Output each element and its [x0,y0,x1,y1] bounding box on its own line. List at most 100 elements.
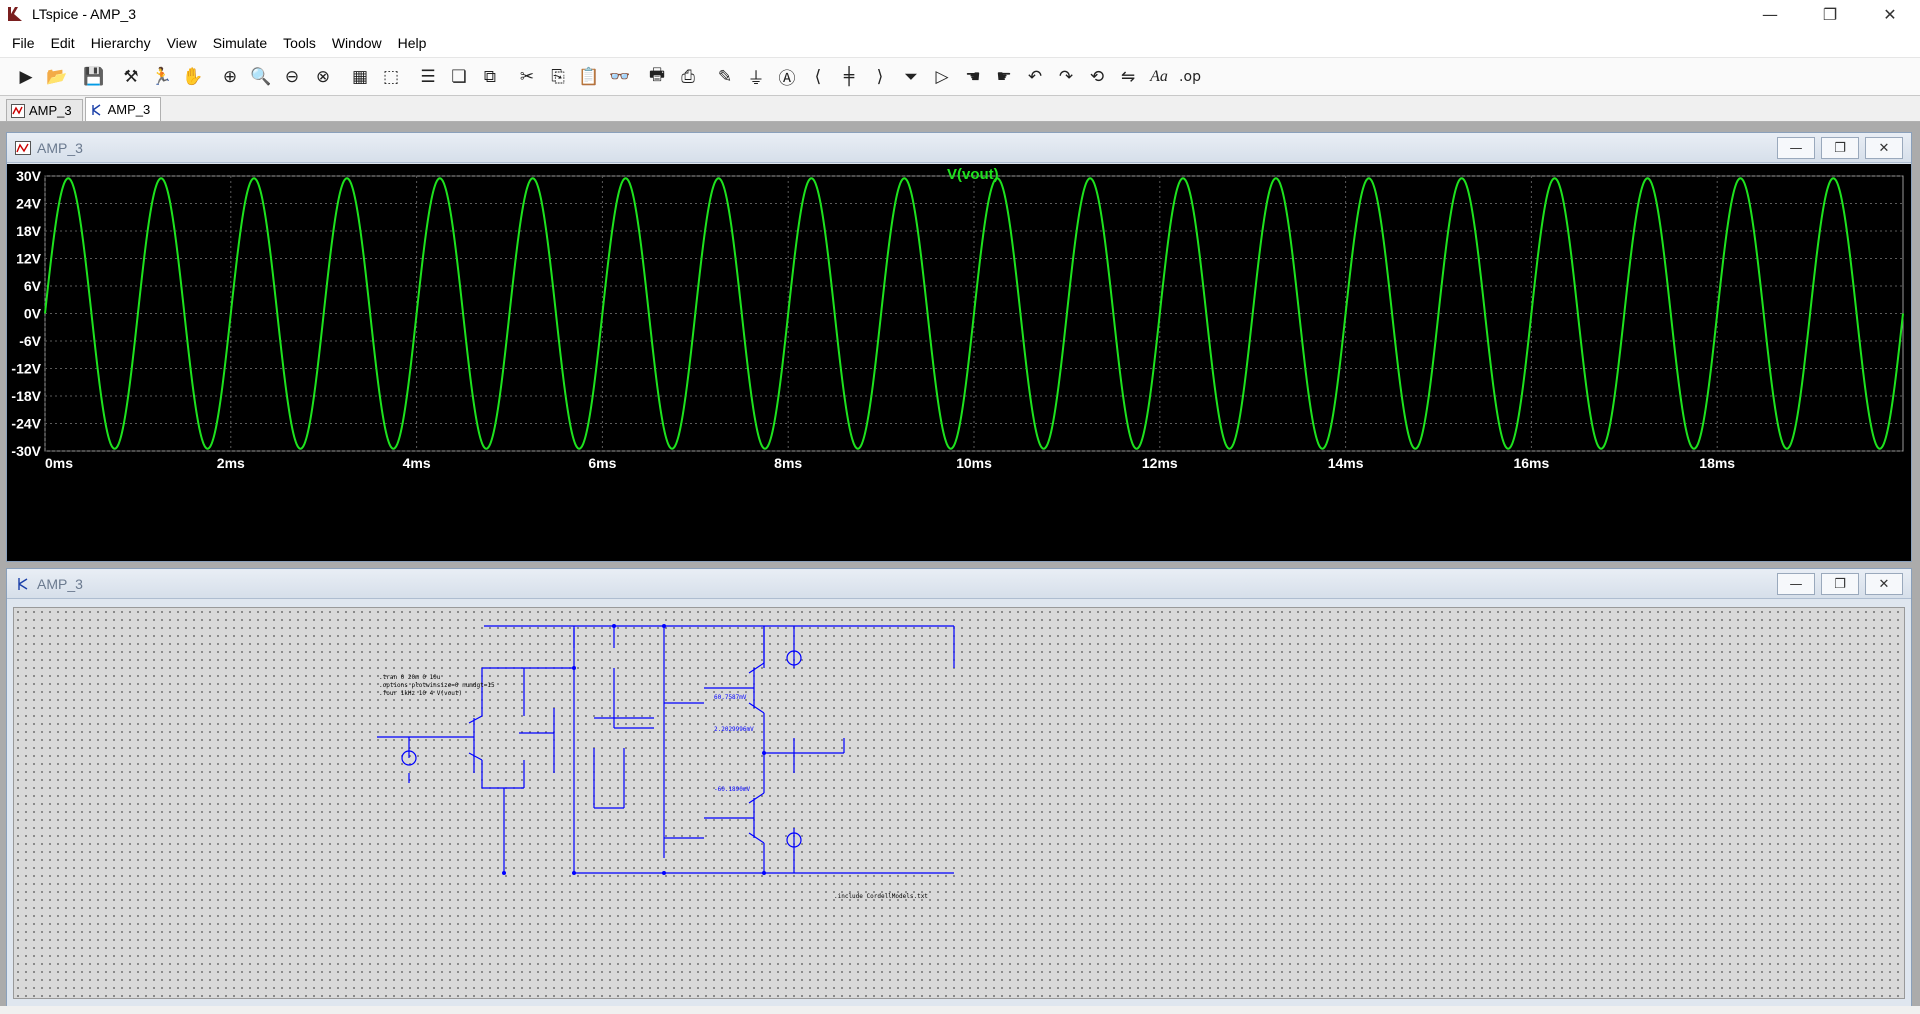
inductor-icon[interactable]: ⟩ [876,66,884,87]
open-folder-icon[interactable]: 📂 [46,66,68,87]
find-binoculars-icon[interactable]: 👓 [609,66,631,87]
print-preview-icon[interactable]: ⎙ [681,66,695,87]
print-icon[interactable]: 🖶 [648,65,666,85]
trace-label-vout[interactable]: V(vout) [947,166,999,183]
autorange-icon[interactable]: ▦ [351,66,369,87]
schematic-wires [377,625,955,874]
paste-icon[interactable]: 📋 [578,66,600,87]
schematic-close-button[interactable]: ✕ [1865,573,1903,595]
trace-vout [44,177,1904,450]
y-tick-label: 18V [16,223,42,239]
redo-icon[interactable]: ↷ [1058,66,1074,87]
x-tick-label: 6ms [588,455,616,471]
window-title: LTspice - AMP_3 [32,6,137,22]
diode-icon[interactable]: ⏷ [904,66,918,87]
run-simulation-icon[interactable]: 🏃 [151,66,173,87]
x-tick-label: 8ms [774,455,802,471]
capacitor-icon[interactable]: ╪ [843,66,855,87]
tab-schematic-label: AMP_3 [107,102,151,117]
tab-schematic[interactable]: AMP_3 [84,97,162,121]
schematic-icon [91,103,101,116]
window-controls: — ❐ ✕ [1740,0,1920,28]
delete-plot-icon[interactable]: ⬚ [382,66,400,87]
run-icon[interactable]: ▶ [19,66,33,87]
cut-icon[interactable]: ✂ [519,66,535,87]
waveform-minimize-button[interactable]: — [1777,137,1815,159]
spice-directive-icon[interactable]: .op [1179,68,1201,85]
x-tick-label: 12ms [1142,455,1178,471]
x-tick-label: 10ms [956,455,992,471]
menu-help[interactable]: Help [397,34,427,51]
x-tick-label: 16ms [1513,455,1549,471]
menu-bar: File Edit Hierarchy View Simulate Tools … [0,28,1920,58]
amplifier-schematic[interactable]: .tran 0 20m 0 10u .options plotwinsize=0… [14,608,1904,998]
move-hand-icon[interactable]: ☚ [965,66,981,87]
text-icon[interactable]: Aa [1150,67,1168,85]
cascade-icon[interactable]: ❏ [451,66,467,87]
control-panel-icon[interactable]: ⚒ [123,66,139,87]
schematic-readouts: .tran 0 20m 0 10u .options plotwinsize=0… [379,674,928,900]
y-tick-label: -12V [11,361,41,377]
menu-window[interactable]: Window [331,34,382,51]
schematic-window-title: AMP_3 [37,575,83,592]
ground-icon[interactable]: ⏚ [747,69,765,89]
directive-include: .include CordellModels.txt [834,893,928,900]
schematic-icon [18,577,28,590]
copy-icon[interactable]: ⎘ [551,66,565,87]
tile-horizontal-icon[interactable]: ☰ [420,66,436,87]
resistor-icon[interactable]: ⟨ [814,66,822,87]
y-tick-label: 12V [16,251,42,267]
component-icon[interactable]: ▷ [935,66,949,87]
window-maximize-button[interactable]: ❐ [1822,4,1838,24]
zoom-in-icon[interactable]: ⊕ [222,66,238,87]
waveform-window-controls: — ❐ ✕ [1771,137,1903,159]
mirror-icon[interactable]: ⇋ [1120,66,1136,87]
title-bar: LTspice - AMP_3 — ❐ ✕ [0,0,1920,28]
zoom-out-icon[interactable]: ⊖ [284,66,300,87]
zoom-cancel-icon[interactable]: ⊗ [315,66,331,87]
status-bar [0,1006,1920,1014]
net-label-icon[interactable]: Ⓐ [778,69,796,89]
waveform-window-titlebar[interactable]: AMP_3 — ❐ ✕ [7,133,1911,163]
undo-icon[interactable]: ↶ [1027,66,1043,87]
waveform-restore-button[interactable]: ❐ [1821,137,1859,159]
ltspice-app-icon [8,7,22,21]
schematic-window-titlebar[interactable]: AMP_3 — ❐ ✕ [7,569,1911,599]
y-tick-label: -6V [19,333,41,349]
tab-waveform[interactable]: AMP_3 [6,99,83,121]
schematic-canvas[interactable]: .tran 0 20m 0 10u .options plotwinsize=0… [13,607,1905,999]
draw-wire-icon[interactable]: ✎ [717,66,733,87]
pan-hand-icon[interactable]: ✋ [182,66,204,87]
waveform-window-title: AMP_3 [37,139,83,156]
y-tick-label: 24V [16,196,42,212]
y-tick-label: 30V [16,168,42,184]
x-tick-label: 18ms [1699,455,1735,471]
schematic-minimize-button[interactable]: — [1777,573,1815,595]
save-icon[interactable]: 💾 [83,66,105,87]
waveform-close-button[interactable]: ✕ [1865,137,1903,159]
rotate-icon[interactable]: ⟲ [1089,66,1105,87]
menu-file[interactable]: File [12,34,35,51]
schematic-restore-button[interactable]: ❐ [1821,573,1859,595]
node-voltage-upper: 60.7587mV [714,694,747,701]
directive-options: .options plotwinsize=0 numdgt=15 [379,682,495,689]
menu-simulate[interactable]: Simulate [212,34,268,51]
schematic-window-controls: — ❐ ✕ [1771,573,1903,595]
toolbar: ▶ 📂 💾 ⚒ 🏃 ✋ ⊕ 🔍 ⊖ ⊗ ▦ ⬚ ☰ ❏ ⧉ ✂ ⎘ 📋 👓 🖶 … [0,58,1920,96]
zoom-pan-icon[interactable]: 🔍 [250,66,272,87]
menu-tools[interactable]: Tools [283,34,316,51]
window-close-button[interactable]: ✕ [1883,4,1897,24]
drag-hand-icon[interactable]: ☛ [996,66,1012,87]
directive-four: .four 1kHz 10 4 V(vout) [379,690,462,697]
window-minimize-button[interactable]: — [1762,4,1778,24]
waveform-icon [15,140,31,155]
menu-edit[interactable]: Edit [50,34,75,51]
y-tick-label: 6V [24,278,42,294]
menu-hierarchy[interactable]: Hierarchy [90,34,151,51]
tile-vertical-icon[interactable]: ⧉ [483,66,497,87]
menu-view[interactable]: View [166,34,197,51]
